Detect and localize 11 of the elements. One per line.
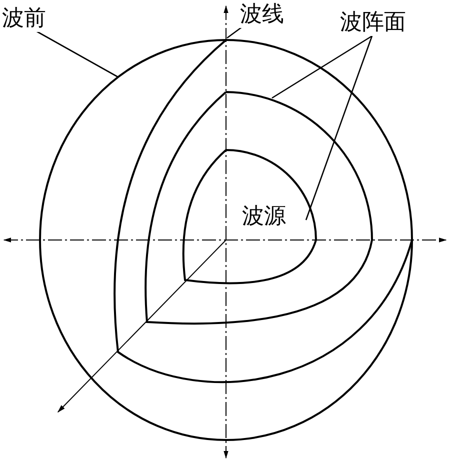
- wave-ray-axis: [224, 5, 228, 459]
- wavefront-label: 波前: [0, 6, 48, 32]
- leader-line: [36, 30, 118, 78]
- ray-label: 波线: [238, 2, 286, 28]
- wavefront-arc: [144, 91, 373, 324]
- sphere-outline: [39, 39, 413, 441]
- wavefront-arc: [182, 149, 317, 284]
- leader-line: [272, 35, 372, 99]
- leader-line: [226, 26, 242, 39]
- leader-line: [305, 36, 373, 220]
- wave-surface-label: 波阵面: [338, 10, 408, 36]
